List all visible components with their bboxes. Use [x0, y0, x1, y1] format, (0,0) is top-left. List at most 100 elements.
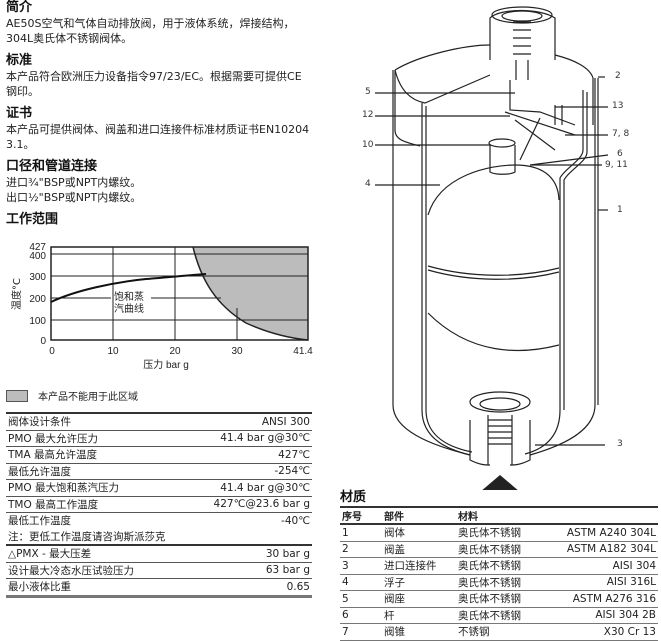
legend-label: 本产品不能用于此区域: [38, 392, 138, 403]
row-material: 奥氏体不锈钢: [456, 557, 541, 575]
spec-value: -40℃: [281, 514, 310, 527]
spec-value: 63 bar g: [178, 562, 312, 579]
header-spec: [540, 506, 658, 525]
valve-drawing: [375, 6, 609, 500]
header-part: 部件: [382, 506, 456, 525]
callout-1: 1: [617, 205, 623, 215]
svg-text:300: 300: [29, 272, 46, 283]
row-spec: AISI 316L: [540, 574, 658, 591]
svg-text:30: 30: [231, 346, 243, 357]
header-material: 材料: [456, 506, 541, 525]
callout-6: 6: [617, 149, 623, 159]
row-material: 奥氏体不锈钢: [456, 607, 541, 624]
spec-value: 427℃: [178, 446, 312, 464]
row-material: 奥氏体不锈钢: [456, 524, 541, 542]
spec-label: TMA 最高允许温度: [6, 446, 179, 464]
connections-outlet: 出口½"BSP或NPT内螺纹。: [6, 191, 142, 204]
row-no: 3: [340, 557, 382, 575]
operating-range-title: 工作范围: [6, 212, 59, 227]
spec-label: △PMX - 最大压差: [6, 545, 179, 563]
spec-value: ANSI 300: [178, 412, 312, 431]
spec-label: 阀体设计条件: [6, 412, 179, 431]
row-spec: ASTM A240 304L: [540, 524, 658, 542]
row-material: 不锈钢: [456, 623, 541, 641]
prohibited-region: [193, 247, 308, 340]
spec-value: 41.4 bar g@30℃: [178, 430, 312, 447]
spec-value: 0.65: [178, 578, 312, 598]
spec-label: 设计最大冷态水压试验压力: [6, 562, 179, 579]
svg-text:100: 100: [29, 316, 46, 327]
valve-cutaway-diagram: 2 5 13 12 7, 8 10 6 9, 11 4 1 3: [340, 0, 661, 500]
connections-inlet: 进口¾"BSP或NPT内螺纹。: [6, 176, 142, 189]
callout-4: 4: [365, 179, 371, 189]
chart-legend: 本产品不能用于此区域: [6, 388, 138, 403]
spec-label: TMO 最高工作温度: [6, 496, 179, 513]
row-material: 奥氏体不锈钢: [456, 574, 541, 591]
callout-10: 10: [362, 140, 374, 150]
row-no: 2: [340, 541, 382, 558]
row-part: 阀体: [382, 524, 456, 542]
row-material: 奥氏体不锈钢: [456, 590, 541, 608]
saturation-curve: [50, 273, 207, 303]
callout-12: 12: [362, 110, 374, 120]
table-row: 最低允许温度-254℃: [6, 463, 312, 480]
flow-arrow-icon: [480, 475, 520, 500]
curve-label-line2: 汽曲线: [114, 304, 144, 315]
row-spec: ASTM A182 304L: [540, 541, 658, 558]
svg-text:10: 10: [107, 346, 119, 357]
header-no: 序号: [340, 506, 382, 525]
spec-note: 注：更低工作温度请咨询斯派莎克: [6, 528, 312, 546]
standards-text: 本产品符合欧洲压力设备指令97/23/EC。根据需要可提供CE钢印。: [6, 70, 302, 98]
svg-text:200: 200: [29, 294, 46, 305]
row-material: 奥氏体不锈钢: [456, 541, 541, 558]
svg-text:400: 400: [29, 251, 46, 262]
row-no: 1: [340, 524, 382, 542]
standards-title: 标准: [6, 53, 33, 68]
intro-text: AE50S空气和气体自动排放阀，用于液体系统，焊接结构，304L奥氏体不锈钢阀体…: [6, 17, 295, 45]
spec-label: 最低允许温度: [6, 463, 179, 480]
spec-value: -254℃: [178, 463, 312, 480]
materials-header-row: 序号 部件 材料: [340, 506, 658, 525]
connections-title: 口径和管道连接: [6, 159, 98, 174]
curve-label-line1: 饱和蒸: [114, 292, 144, 303]
row-spec: AISI 304 2B: [540, 607, 658, 624]
spec-value: 30 bar g: [178, 545, 312, 563]
spec-value: 427℃@23.6 bar g: [178, 496, 312, 513]
certification-title: 证书: [6, 106, 33, 121]
table-row-note: 注：更低工作温度请咨询斯派莎克: [6, 528, 312, 546]
operating-range-chart: 427 400 300 200 100 0 0 10 20 30 41.4 压力…: [6, 230, 316, 380]
row-no: 6: [340, 607, 382, 624]
row-no: 7: [340, 623, 382, 641]
row-part: 杆: [382, 607, 456, 624]
callout-2: 2: [615, 71, 621, 81]
row-part: 阀锥: [382, 623, 456, 641]
chart-svg: 427 400 300 200 100 0 0 10 20 30 41.4 压力…: [10, 242, 313, 371]
row-part: 进口连接件: [382, 557, 456, 575]
row-spec: ASTM A276 316: [540, 590, 658, 608]
callout-13: 13: [612, 101, 624, 111]
callout-9-11: 9, 11: [605, 160, 628, 170]
materials-title: 材质: [340, 490, 367, 505]
intro-section: 简介 AE50S空气和气体自动排放阀，用于液体系统，焊接结构，304L奥氏体不锈…: [6, 0, 312, 46]
callout-5: 5: [365, 87, 371, 97]
row-part: 浮子: [382, 574, 456, 591]
row-spec: AISI 304: [540, 557, 658, 575]
row-part: 阀座: [382, 590, 456, 608]
certification-text: 本产品可提供阀体、阀盖和进口连接件标准材质证书EN10204 3.1。: [6, 123, 310, 151]
row-part: 阀盖: [382, 541, 456, 558]
left-column: 简介 AE50S空气和气体自动排放阀，用于液体系统，焊接结构，304L奥氏体不锈…: [6, 0, 313, 380]
